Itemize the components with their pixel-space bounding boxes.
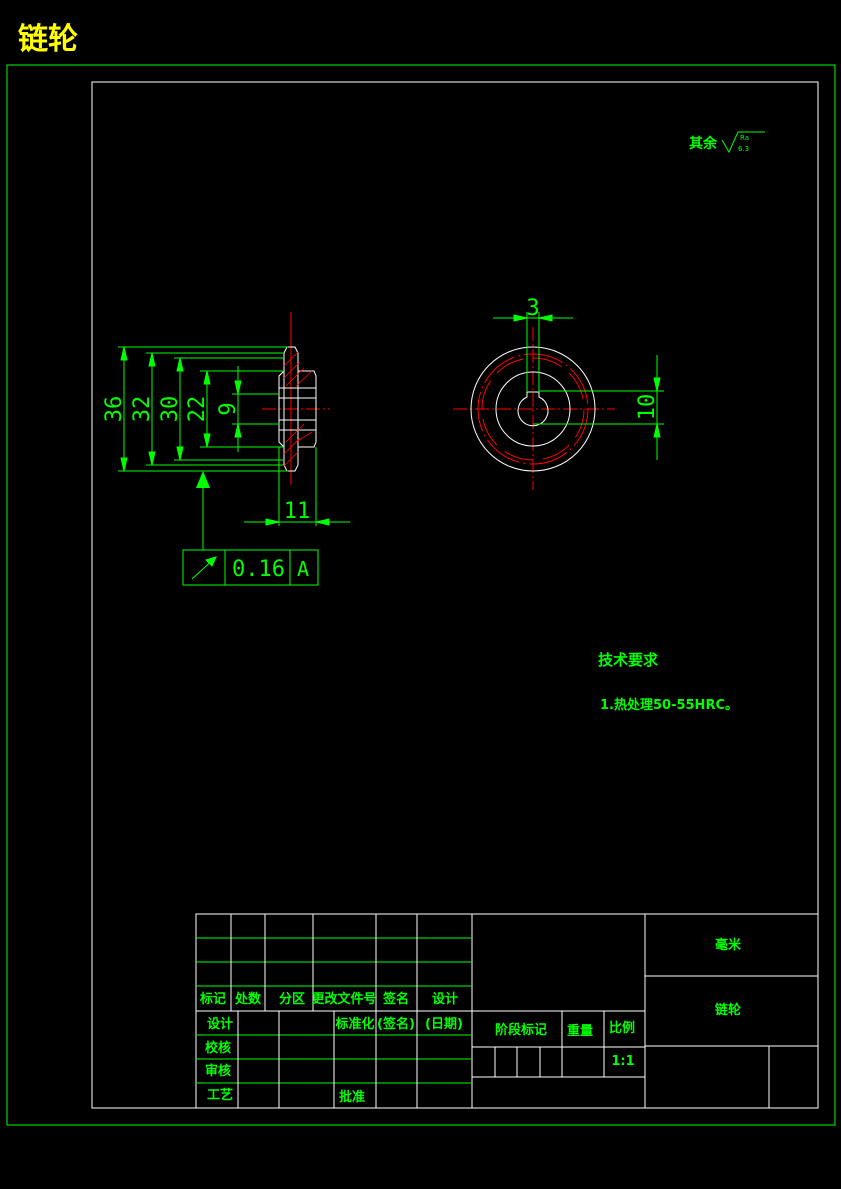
roughness-symbol-icon <box>721 131 765 154</box>
tb-weight: 重量 <box>567 1023 593 1039</box>
tb-date-paren: (日期) <box>425 1017 463 1032</box>
tb-sign-paren: (签名) <box>377 1016 415 1032</box>
dim-9: 9 <box>216 402 241 415</box>
dim-36: 36 <box>102 396 127 423</box>
tech-req-item-1: 1.热处理50-55HRC。 <box>600 697 738 713</box>
tb-zone: 分区 <box>279 991 305 1007</box>
runout-arrow-icon <box>191 556 217 580</box>
tb-stage-mark: 阶段标记 <box>495 1022 547 1038</box>
tb-approve: 批准 <box>339 1089 365 1105</box>
tb-design-top: 设计 <box>432 991 458 1007</box>
side-view: 36 32 30 22 9 11 <box>102 312 350 550</box>
tolerance-value: 0.16 <box>232 557 285 582</box>
tolerance-datum: A <box>297 557 309 581</box>
dim-30: 30 <box>158 396 183 423</box>
tb-sign: 签名 <box>382 991 409 1007</box>
outer-frame <box>6 64 836 1126</box>
tb-mark: 标记 <box>199 991 226 1007</box>
tb-design: 设计 <box>207 1016 233 1032</box>
dim-keyway-depth: 10 <box>635 394 660 421</box>
inner-frame <box>91 81 819 1109</box>
dim-11: 11 <box>284 499 311 524</box>
tb-review: 审核 <box>205 1063 231 1079</box>
dim-keyway-width: 3 <box>526 296 539 321</box>
dim-22: 22 <box>185 396 210 423</box>
tb-unit: 毫米 <box>715 937 742 953</box>
roughness-symbol-top: Ra <box>740 134 749 142</box>
tb-process: 工艺 <box>207 1087 233 1103</box>
tb-scale-value: 1:1 <box>611 1054 634 1069</box>
runout-tolerance-frame: 0.16 A <box>182 549 319 586</box>
dim-32: 32 <box>130 396 155 423</box>
tb-scale-label: 比例 <box>609 1020 635 1036</box>
surface-finish-note: 其余 Ra 6.3 <box>689 131 765 154</box>
tb-check: 校核 <box>205 1040 231 1056</box>
technical-requirements: 技术要求 1.热处理50-55HRC。 <box>598 651 738 713</box>
title-block-text: 标记 处数 分区 更改文件号 签名 设计 设计 标准化 (签名) (日期) 校核… <box>199 937 742 1105</box>
front-view: 3 10 <box>453 296 664 490</box>
title-block <box>195 913 819 1109</box>
tech-req-heading: 技术要求 <box>598 651 659 669</box>
roughness-symbol-value: 6.3 <box>738 145 749 153</box>
tb-count: 处数 <box>234 991 262 1007</box>
surface-finish-prefix: 其余 <box>689 135 718 152</box>
tb-standardize: 标准化 <box>334 1016 374 1032</box>
tb-docno: 更改文件号 <box>311 991 376 1007</box>
drawing-title: 链轮 <box>18 22 78 57</box>
tb-part-name: 链轮 <box>714 1002 741 1018</box>
